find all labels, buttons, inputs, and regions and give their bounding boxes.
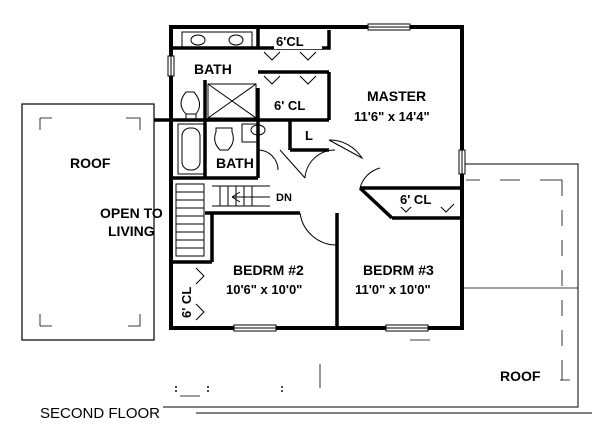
windows xyxy=(167,23,466,332)
bath-fixtures-top xyxy=(180,31,257,120)
bath-bottom-label: BATH xyxy=(216,155,254,171)
bedroom2-name: BEDRM #2 xyxy=(233,262,304,278)
closet-bed2-label: 6' CL xyxy=(179,287,194,318)
closet-bath-label: 6'CL xyxy=(276,34,304,49)
bath-top-label: BATH xyxy=(194,61,232,77)
bedroom3-size: 11'0" x 10'0" xyxy=(355,282,431,297)
stair xyxy=(175,183,270,257)
roof-right xyxy=(163,163,579,408)
door-swings xyxy=(257,139,381,246)
bath-fixtures-bottom xyxy=(177,123,266,175)
closet-bed3-label-bg xyxy=(398,191,448,207)
closet-bath-label-bg xyxy=(274,33,322,49)
roof-left xyxy=(21,103,155,341)
linen-closet-label: L xyxy=(305,128,313,143)
stair-down-label: DN xyxy=(276,192,292,204)
closet-bed2-label-bg xyxy=(178,272,194,320)
exterior-walls xyxy=(169,25,464,330)
closet-master-label: 6' CL xyxy=(274,98,305,113)
master-name: MASTER xyxy=(367,88,426,104)
roof-left-label: ROOF xyxy=(70,155,111,171)
closet-marks xyxy=(195,51,455,321)
drawing-caption: SECOND FLOOR xyxy=(40,405,160,422)
closet-master-label-bg xyxy=(272,97,326,113)
open-to-living-label-1: OPEN TO xyxy=(100,205,163,221)
bedroom2-size: 10'6" x 10'0" xyxy=(226,282,302,297)
master-size: 11'6" x 14'4" xyxy=(354,109,430,124)
bedroom3-name: BEDRM #3 xyxy=(363,262,434,278)
closet-bed3-label: 6' CL xyxy=(400,192,431,207)
roof-right-label: ROOF xyxy=(500,368,541,384)
open-to-living-label-2: LIVING xyxy=(108,223,155,239)
